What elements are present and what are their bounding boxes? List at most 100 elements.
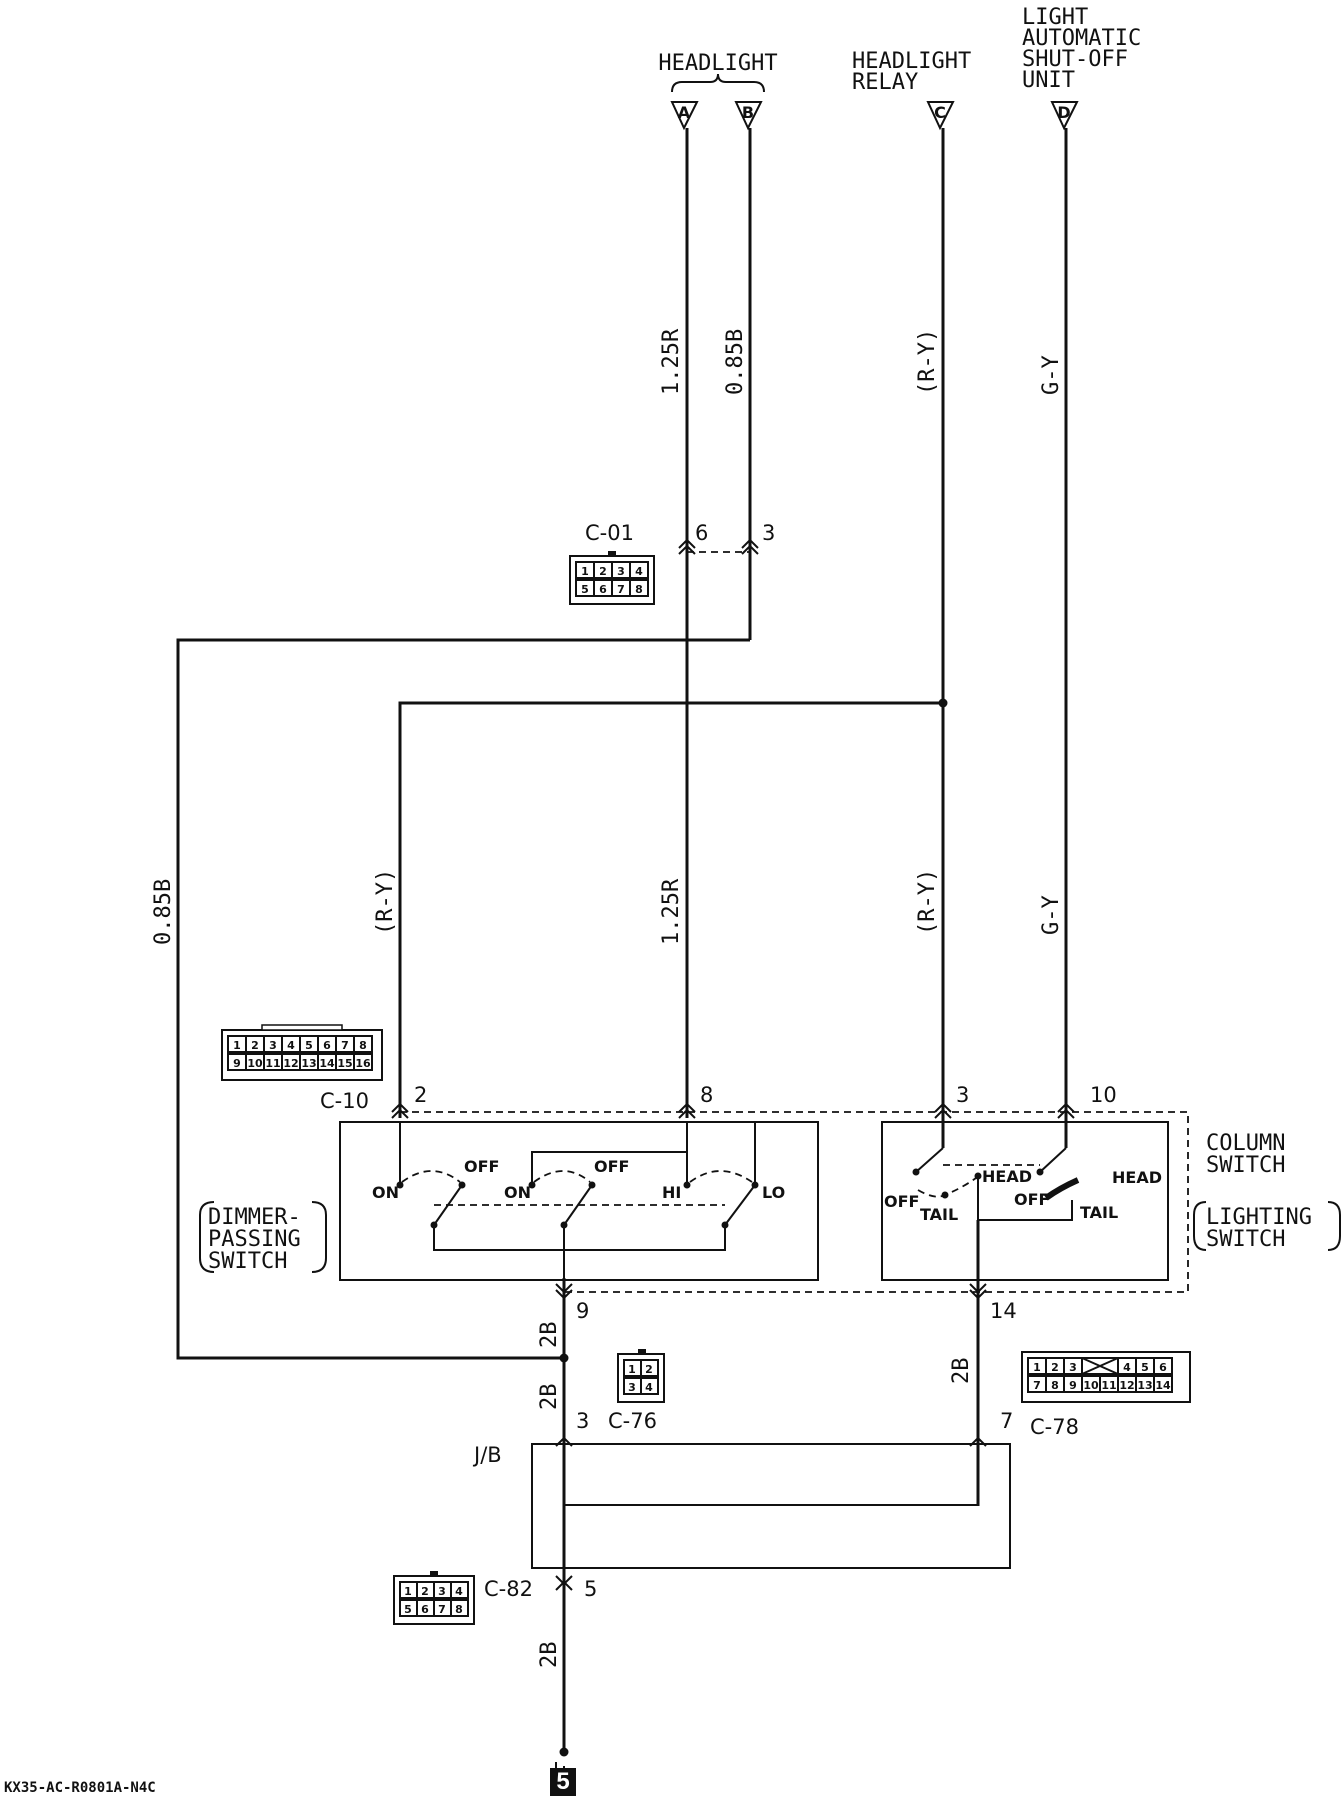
dimmer-hi: HI <box>662 1183 681 1202</box>
c10-arrow-9-icon <box>555 1283 573 1294</box>
junction-dot-ground <box>559 1353 569 1363</box>
c10-arrow-2b-icon <box>391 1108 409 1119</box>
c10-cell: 2 <box>251 1039 259 1052</box>
connector-c10: 1 2 3 4 5 6 7 8 9 10 11 12 13 14 15 16 C… <box>221 1024 1189 1323</box>
c82-cell: 1 <box>404 1585 412 1598</box>
dimmer-on-1: ON <box>372 1183 399 1202</box>
c01-icon-latch <box>608 551 616 556</box>
c01-pin-a: 6 <box>695 521 708 545</box>
headlight-group: HEADLIGHT A B <box>658 51 778 131</box>
dimmer-label-paren-left <box>199 1201 215 1273</box>
wire-label-ground-main: 2B <box>537 1642 562 1669</box>
contact-line <box>433 1225 726 1251</box>
contact-arc <box>689 1170 753 1183</box>
headlight-label: HEADLIGHT <box>658 51 777 76</box>
shutoff-unit-group: LIGHT AUTOMATIC SHUT-OFF UNIT D <box>1022 5 1141 131</box>
c01-cell: 1 <box>581 565 589 578</box>
c01-cell: 2 <box>599 565 607 578</box>
lighting-tail-1: TAIL <box>920 1205 958 1224</box>
terminal-a-letter: A <box>678 103 691 122</box>
junction-dot-ry <box>938 698 948 708</box>
c10-arrow-2-icon <box>391 1102 409 1113</box>
connector-c01: C-01 6 3 1 2 3 4 5 6 7 8 <box>569 521 775 605</box>
jb-bus <box>564 1442 979 1506</box>
c76-pin: 3 <box>576 1409 589 1433</box>
lighting-head-2: HEAD <box>1112 1168 1162 1187</box>
wire-label-c-upper: (R-Y) <box>915 329 940 395</box>
column-switch-line1: COLUMN <box>1206 1131 1285 1156</box>
contact-dot <box>912 1168 920 1176</box>
c78-blank-cross <box>1081 1357 1119 1375</box>
lighting-label-paren-left <box>1193 1201 1207 1251</box>
shutoff-label-line4: UNIT <box>1022 68 1075 93</box>
contact-line <box>531 1122 688 1185</box>
lighting-label-line2: SWITCH <box>1206 1227 1285 1252</box>
c76-cell: 2 <box>645 1363 653 1376</box>
c78-cell: 4 <box>1123 1361 1131 1374</box>
c10-arrow-8-icon <box>678 1102 696 1113</box>
c78-cell: 10 <box>1083 1379 1099 1392</box>
c78-name: C-78 <box>1030 1415 1079 1439</box>
c76-cell: 4 <box>645 1381 653 1394</box>
wire-label-d-lower: G-Y <box>1039 895 1064 935</box>
connector-c82: 1 2 3 4 5 6 7 8 C-82 5 <box>393 1571 597 1625</box>
contact-arc <box>533 1170 591 1183</box>
wire-label-d-upper: G-Y <box>1039 355 1064 395</box>
dimmer-on-2: ON <box>504 1183 531 1202</box>
c10-pin-10: 10 <box>1090 1083 1117 1107</box>
c01-cells: 1 2 3 4 5 6 7 8 <box>575 561 649 597</box>
c10-cell: 11 <box>265 1057 280 1070</box>
lighting-label-line1: LIGHTING <box>1206 1205 1312 1230</box>
c78-cell: 5 <box>1141 1361 1149 1374</box>
dimmer-off-1: OFF <box>464 1157 499 1176</box>
c76-cell: 1 <box>628 1363 636 1376</box>
c01-pin-b: 3 <box>762 521 775 545</box>
c76-cell: 3 <box>628 1381 636 1394</box>
contact-dot <box>1036 1168 1044 1176</box>
c01-arrow-a2-icon <box>678 544 696 555</box>
c78-cell: 1 <box>1033 1361 1041 1374</box>
lever <box>915 1147 944 1173</box>
wire-label-b-upper: 0.85B <box>723 329 748 395</box>
c76-name: C-76 <box>608 1409 657 1433</box>
c78-cell: 6 <box>1159 1361 1167 1374</box>
c82-cell: 5 <box>404 1603 412 1616</box>
c78-cell: 11 <box>1101 1379 1116 1392</box>
c78-cell: 2 <box>1051 1361 1059 1374</box>
wire-label-c-lower: (R-Y) <box>915 869 940 935</box>
shutoff-label-line1: LIGHT <box>1022 5 1088 30</box>
c78-cell: 13 <box>1137 1379 1152 1392</box>
c82-cells: 1 2 3 4 5 6 7 8 <box>399 1581 469 1617</box>
column-switch-line2: SWITCH <box>1206 1153 1285 1178</box>
c01-cell: 4 <box>635 565 643 578</box>
relay-label-line1: HEADLIGHT <box>852 49 971 74</box>
contact-line <box>977 1176 1073 1221</box>
c10-cell: 13 <box>301 1057 316 1070</box>
c78-cell: 8 <box>1051 1379 1059 1392</box>
ground-id-badge <box>550 1768 576 1796</box>
c82-icon-latch <box>430 1571 438 1576</box>
c01-arrow-b-icon <box>741 538 759 549</box>
c10-arrow-14-icon <box>969 1283 987 1294</box>
lighting-switch: OFF HEAD TAIL OFF HEAD TAIL COLUMN SWITC… <box>881 1121 1341 1281</box>
lighting-tail-2: TAIL <box>1080 1203 1118 1222</box>
terminal-a-icon <box>670 101 699 131</box>
terminal-c-icon <box>926 101 955 131</box>
c78-cell: 12 <box>1119 1379 1134 1392</box>
c82-cell: 7 <box>438 1603 446 1616</box>
c10-cell: 14 <box>319 1057 335 1070</box>
wire-labels: 1.25R 0.85B (R-Y) G-Y 0.85B (R-Y) 1.25R … <box>151 328 1064 1668</box>
c10-pin-2: 2 <box>414 1083 427 1107</box>
wire-0-85b-left <box>176 638 750 1360</box>
junction-block-box <box>531 1443 1011 1569</box>
lighting-head-1: HEAD <box>982 1167 1032 1186</box>
c82-name: C-82 <box>484 1577 533 1601</box>
c01-cell: 7 <box>617 583 625 596</box>
c78-cell: 14 <box>1155 1379 1171 1392</box>
c10-cell: 6 <box>323 1039 331 1052</box>
relay-label-line2: RELAY <box>852 70 918 95</box>
dimmer-label-paren-right <box>311 1201 327 1273</box>
c10-cell: 12 <box>283 1057 298 1070</box>
wire-label-a-upper: 1.25R <box>659 328 684 395</box>
dimmer-passing-switch: ON OFF ON OFF HI LO DIMMER- PASSING SWIT… <box>199 1121 819 1281</box>
